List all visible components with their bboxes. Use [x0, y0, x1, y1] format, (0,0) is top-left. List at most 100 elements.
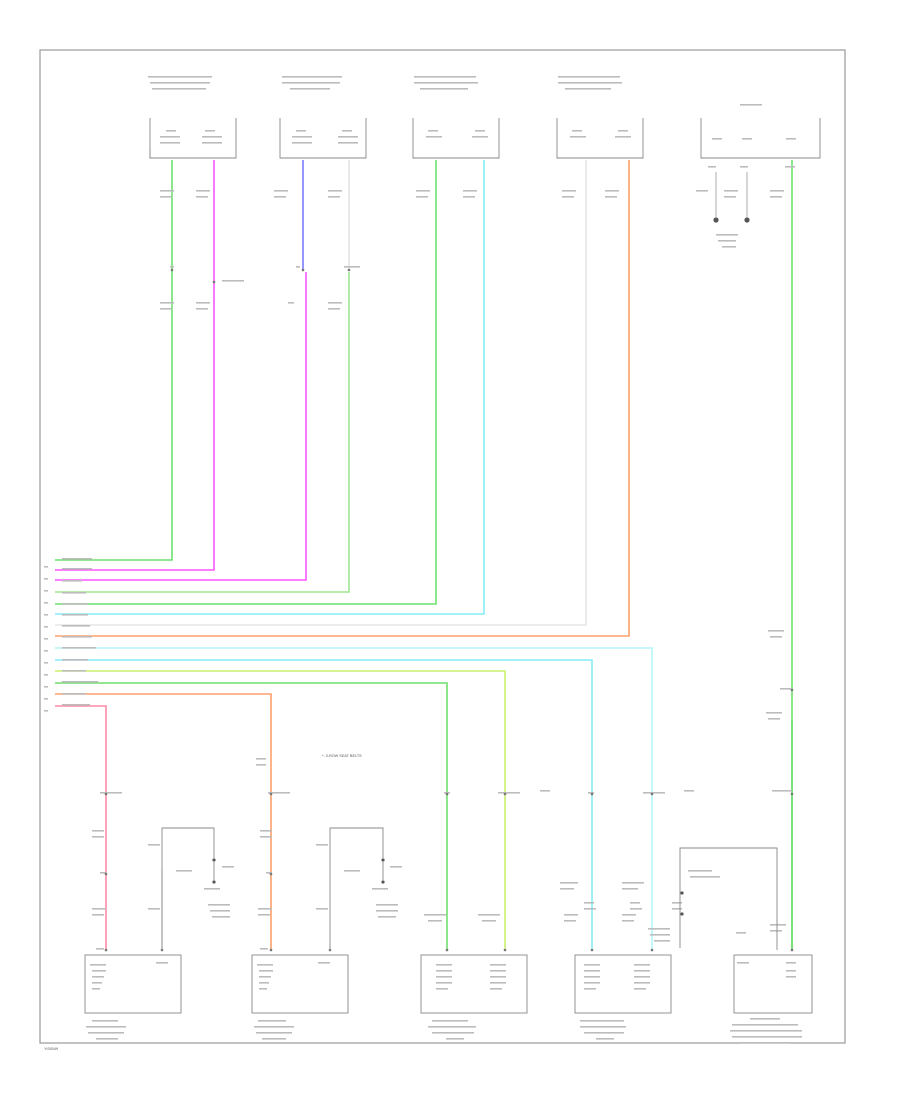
illegible-label-mark: [222, 280, 244, 282]
illegible-label-mark: [176, 870, 192, 872]
illegible-label-mark: [580, 1026, 626, 1028]
illegible-label-mark: [414, 76, 476, 78]
illegible-label-mark: [416, 196, 428, 198]
splice-dot: [790, 948, 794, 952]
illegible-label-mark: [634, 976, 650, 978]
splice-dot: [170, 268, 174, 272]
illegible-label-mark: [260, 948, 268, 950]
illegible-label-mark: [432, 1032, 474, 1034]
illegible-label-mark: [258, 914, 270, 916]
top-connector-2: [279, 118, 367, 159]
illegible-label-mark: [780, 688, 792, 690]
illegible-label-mark: [584, 988, 596, 990]
illegible-label-mark: [44, 698, 48, 700]
illegible-label-mark: [750, 1018, 780, 1020]
illegible-label-mark: [266, 872, 272, 874]
illegible-label-mark: [615, 136, 631, 138]
illegible-label-mark: [650, 934, 670, 936]
illegible-label-mark: [62, 647, 96, 649]
illegible-label-mark: [785, 166, 795, 168]
illegible-label-mark: [424, 914, 446, 916]
illegible-label-mark: [696, 190, 708, 192]
illegible-label-mark: [274, 190, 288, 192]
illegible-label-mark: [92, 982, 102, 984]
illegible-label-mark: [96, 948, 104, 950]
illegible-label-mark: [565, 88, 611, 90]
illegible-label-mark: [268, 792, 290, 794]
illegible-label-mark: [436, 988, 448, 990]
illegible-label-mark: [62, 558, 92, 560]
illegible-label-mark: [584, 976, 600, 978]
illegible-label-mark: [630, 902, 640, 904]
illegible-label-mark: [148, 76, 212, 78]
illegible-label-mark: [92, 988, 100, 990]
wire-harness: [55, 160, 793, 950]
illegible-label-mark: [44, 590, 48, 592]
illegible-label-mark: [722, 246, 736, 248]
illegible-label-mark: [770, 196, 782, 198]
illegible-label-mark: [605, 190, 619, 192]
illegible-label-mark: [296, 130, 306, 132]
illegible-label-mark: [196, 196, 208, 198]
illegible-label-mark: [62, 659, 88, 661]
illegible-label-mark: [498, 792, 520, 794]
illegible-label-mark: [580, 1020, 624, 1022]
illegible-label-mark: [463, 190, 477, 192]
top-connector-3: [412, 118, 500, 159]
illegible-label-mark: [316, 908, 328, 910]
illegible-label-mark: [570, 136, 586, 138]
illegible-label-mark: [584, 982, 600, 984]
illegible-label-mark: [736, 932, 746, 934]
illegible-label-mark: [622, 920, 634, 922]
wire-cyan-bus: [55, 659, 593, 950]
splice-dot: [503, 792, 507, 796]
illegible-label-mark: [416, 190, 430, 192]
illegible-label-mark: [584, 908, 596, 910]
bottom-component-1: [84, 827, 216, 1014]
splice-dot: [212, 280, 216, 284]
illegible-label-mark: [296, 266, 300, 268]
illegible-label-mark: [62, 670, 86, 672]
illegible-label-mark: [259, 988, 267, 990]
illegible-label-mark: [584, 1032, 624, 1034]
illegible-label-mark: [316, 844, 328, 846]
illegible-label-mark: [342, 130, 352, 132]
illegible-label-mark: [256, 1032, 292, 1034]
illegible-label-mark: [160, 190, 174, 192]
illegible-label-mark: [196, 302, 210, 304]
illegible-label-mark: [92, 836, 104, 838]
bottom-component-2: [251, 827, 385, 1014]
illegible-label-mark: [150, 82, 210, 84]
illegible-label-mark: [338, 142, 358, 144]
wire-pink-bus: [55, 705, 107, 950]
wire-green-bus: [55, 682, 448, 950]
illegible-label-mark: [196, 308, 208, 310]
wire-orange-1: [55, 160, 630, 637]
illegible-label-mark: [472, 136, 488, 138]
illegible-label-mark: [92, 1020, 118, 1022]
illegible-label-mark: [160, 302, 174, 304]
illegible-label-mark: [436, 964, 452, 966]
illegible-label-mark: [562, 196, 574, 198]
splice-dot: [269, 948, 273, 952]
illegible-label-mark: [160, 308, 172, 310]
illegible-label-mark: [212, 916, 230, 918]
illegible-label-mark: [166, 130, 176, 132]
illegible-label-mark: [160, 136, 180, 138]
wire-cyan-1: [55, 160, 485, 615]
illegible-label-mark: [390, 866, 402, 868]
illegible-label-mark: [732, 1036, 802, 1038]
splice-dot: [790, 792, 794, 796]
illegible-label-mark: [432, 1020, 468, 1022]
illegible-label-mark: [540, 790, 550, 792]
illegible-label-mark: [684, 790, 694, 792]
illegible-label-mark: [258, 908, 272, 910]
cluster-grounds: [713, 172, 750, 223]
illegible-label-mark: [202, 142, 222, 144]
illegible-label-mark: [490, 964, 506, 966]
illegible-label-mark: [724, 196, 736, 198]
illegible-label-mark: [490, 982, 506, 984]
illegible-label-mark: [786, 976, 796, 978]
illegible-label-mark: [196, 190, 210, 192]
illegible-label-mark: [205, 130, 215, 132]
